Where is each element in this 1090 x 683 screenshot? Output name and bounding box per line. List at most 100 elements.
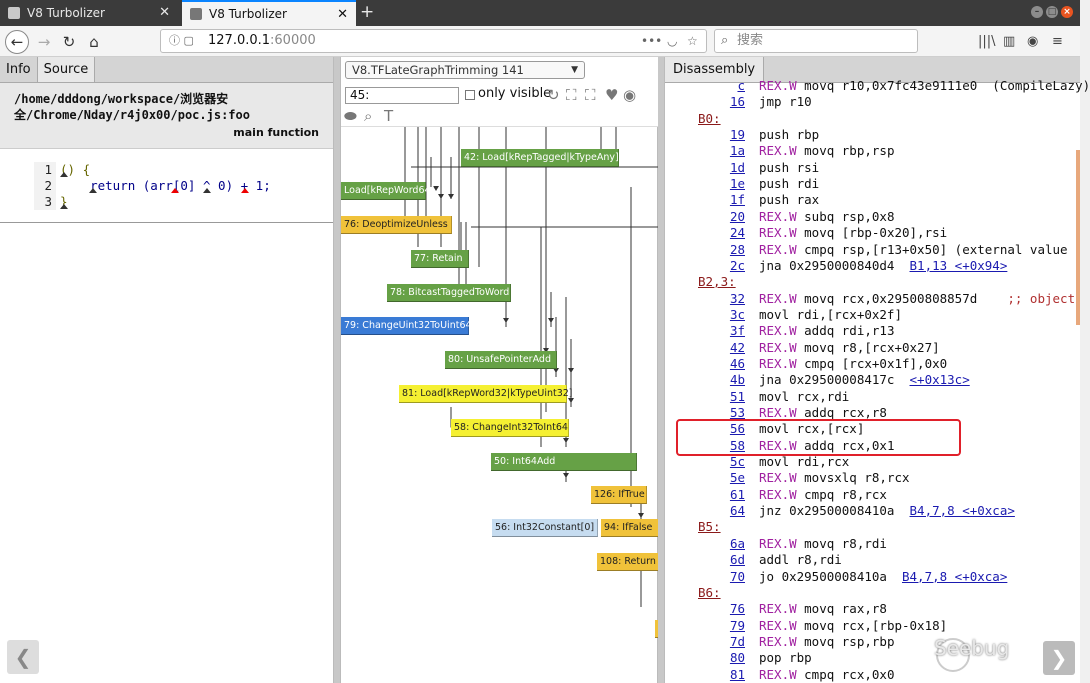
instruction-offset[interactable]: 6a: [729, 535, 745, 551]
instruction-offset[interactable]: 3f: [729, 323, 745, 339]
instruction-offset[interactable]: 79: [729, 617, 745, 633]
graph-node[interactable]: 56: Int32Constant[0]: [492, 519, 598, 537]
graph-node[interactable]: 50: Int64Add: [491, 453, 637, 471]
instruction-offset[interactable]: 5c: [729, 454, 745, 470]
collapse-right-panel-button[interactable]: ❯: [1043, 641, 1075, 675]
instruction-offset[interactable]: 20: [729, 208, 745, 224]
forward-button[interactable]: →: [37, 33, 51, 51]
graph-node[interactable]: 78: BitcastTaggedToWord: [387, 284, 511, 302]
close-window-button[interactable]: ×: [1061, 6, 1073, 18]
graph-node[interactable]: 42: Load[kRepTagged|kTypeAny]: [461, 149, 619, 167]
instruction-offset[interactable]: 80: [729, 650, 745, 666]
scrollbar-thumb[interactable]: [1076, 150, 1080, 325]
graph-node[interactable]: 108: Return: [597, 553, 659, 571]
show-all-icon[interactable]: ⛶: [566, 86, 577, 104]
back-button[interactable]: ←: [5, 30, 29, 54]
graph-node[interactable]: 94: IfFalse: [601, 519, 659, 537]
block-label-text[interactable]: B2,3:: [698, 274, 736, 290]
browser-tab-2-active[interactable]: V8 Turbolizer ✕: [182, 0, 356, 26]
source-position-marker-selected[interactable]: [171, 188, 179, 193]
toggle-types-text-icon[interactable]: T: [384, 107, 394, 125]
new-tab-button[interactable]: +: [360, 2, 375, 22]
block-label[interactable]: B0:: [665, 111, 1081, 128]
instruction-offset[interactable]: 3c: [729, 306, 745, 322]
source-position-marker[interactable]: [60, 204, 68, 209]
instruction-offset[interactable]: 70: [729, 568, 745, 584]
tab-source[interactable]: Source: [37, 57, 96, 82]
instruction-offset[interactable]: 1e: [729, 176, 745, 192]
instruction-offset[interactable]: 51: [729, 388, 745, 404]
instruction-offset[interactable]: 76: [729, 601, 745, 617]
block-label-text[interactable]: B6:: [698, 584, 721, 600]
phase-select[interactable]: V8.TFLateGraphTrimming 141▼: [345, 61, 585, 79]
graph-node[interactable]: 79: ChangeUint32ToUint64: [341, 317, 472, 335]
block-label-text[interactable]: B0:: [698, 110, 721, 126]
maximize-window-button[interactable]: □: [1046, 6, 1058, 18]
instruction-offset[interactable]: 58: [729, 437, 745, 453]
node-search-input[interactable]: 45:: [345, 87, 459, 104]
instruction-offset[interactable]: 64: [729, 503, 745, 519]
instruction-offset[interactable]: 46: [729, 355, 745, 371]
account-icon[interactable]: ◉: [1027, 34, 1039, 49]
instruction-offset[interactable]: 6d: [729, 552, 745, 568]
instruction-offset[interactable]: 5e: [729, 470, 745, 486]
browser-tab-1[interactable]: V8 Turbolizer ✕: [0, 0, 178, 26]
instruction-offset[interactable]: 19: [729, 127, 745, 143]
instruction-offset[interactable]: 1f: [729, 192, 745, 208]
block-label-text[interactable]: B5:: [698, 519, 721, 535]
minimize-window-button[interactable]: –: [1031, 6, 1043, 18]
reload-button[interactable]: ↻: [62, 33, 76, 51]
instruction-offset[interactable]: 24: [729, 225, 745, 241]
block-label[interactable]: B5:: [665, 519, 1081, 536]
home-button[interactable]: ⌂: [89, 33, 99, 51]
graph-node[interactable]: 80: UnsafePointerAdd: [445, 351, 557, 369]
only-visible-checkbox[interactable]: [465, 90, 475, 100]
block-label[interactable]: B6:: [665, 585, 1081, 602]
jump-target-link[interactable]: <+0x13c>: [909, 372, 970, 388]
instruction-offset[interactable]: 61: [729, 486, 745, 502]
url-bar[interactable]: ⓘ ▢ 127.0.0.1:60000 ••• ◡ ☆: [160, 29, 707, 53]
jump-target-link[interactable]: B4,7,8 <+0xca>: [909, 503, 1015, 519]
toggle-visibility-icon[interactable]: ⬬: [344, 107, 357, 125]
block-label[interactable]: B2,3:: [665, 274, 1081, 291]
jump-target-link[interactable]: B1,13 <+0x94>: [909, 257, 1008, 273]
graph-node[interactable]: 76: DeoptimizeUnless: [341, 216, 452, 234]
graph-canvas[interactable]: 42: Load[kRepTagged|kTypeAny] Load[kRepW…: [341, 127, 659, 683]
jump-target-link[interactable]: B4,7,8 <+0xca>: [902, 568, 1008, 584]
close-tab-icon[interactable]: ✕: [159, 5, 170, 20]
source-position-marker-selected[interactable]: [241, 188, 249, 193]
toggle-types-icon[interactable]: ♥: [605, 86, 619, 104]
page-actions-icon[interactable]: •••: [641, 34, 663, 48]
menu-icon[interactable]: ≡: [1052, 34, 1063, 49]
source-position-marker[interactable]: [60, 172, 68, 177]
instruction-offset[interactable]: 53: [729, 405, 745, 420]
sidebar-icon[interactable]: ▥: [1003, 34, 1016, 49]
bookmark-star-icon[interactable]: ☆: [687, 34, 698, 48]
graph-node[interactable]: Load[kRepWord64]: [341, 182, 434, 200]
hide-unselected-icon[interactable]: ◉: [623, 86, 637, 104]
tab-disassembly[interactable]: Disassembly: [665, 57, 765, 82]
zoom-icon[interactable]: ⌕: [364, 107, 373, 125]
instruction-offset[interactable]: 42: [729, 339, 745, 355]
